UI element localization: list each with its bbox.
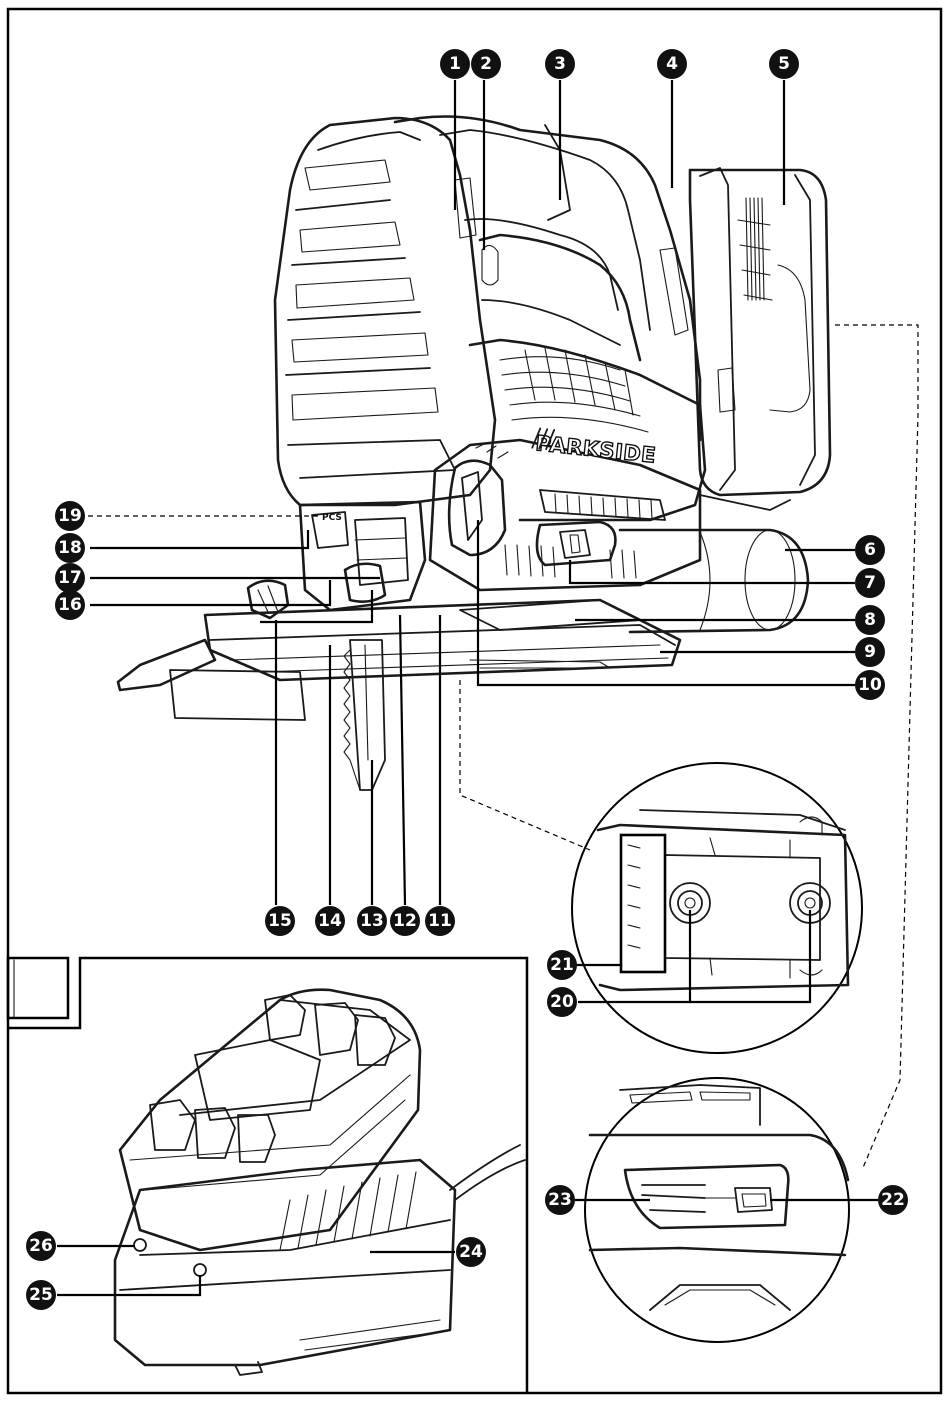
callout-label-8: 8: [864, 610, 876, 630]
callout-2: 2: [471, 49, 501, 79]
callout-15: 15: [265, 906, 295, 936]
callout-label-3: 3: [554, 54, 566, 74]
callout-label-18: 18: [58, 538, 82, 558]
callout-18: 18: [55, 533, 85, 563]
callout-label-23: 23: [548, 1190, 572, 1210]
callout-label-15: 15: [268, 911, 292, 931]
callout-13: 13: [357, 906, 387, 936]
callout-8: 8: [855, 605, 885, 635]
callout-label-5: 5: [778, 54, 790, 74]
callout-19: 19: [55, 501, 85, 531]
callout-21: 21: [547, 950, 577, 980]
callout-6: 6: [855, 535, 885, 565]
callout-label-10: 10: [858, 675, 882, 695]
callout-10: 10: [855, 670, 885, 700]
callout-4: 4: [657, 49, 687, 79]
callout-label-14: 14: [318, 911, 342, 931]
callout-17: 17: [55, 563, 85, 593]
jigsaw-housing: PARKSIDE: [275, 117, 735, 591]
callout-label-26: 26: [29, 1236, 53, 1256]
callout-label-7: 7: [864, 573, 876, 593]
callout-label-20: 20: [550, 992, 574, 1012]
callout-label-9: 9: [864, 642, 876, 662]
callout-23: 23: [545, 1185, 575, 1215]
callout-22: 22: [878, 1185, 908, 1215]
callout-3: 3: [545, 49, 575, 79]
brand-logo: PARKSIDE: [534, 431, 657, 468]
callout-9: 9: [855, 637, 885, 667]
callout-20: 20: [547, 987, 577, 1017]
charger-panel: [8, 958, 527, 1393]
callout-label-16: 16: [58, 595, 82, 615]
callout-label-2: 2: [480, 54, 492, 74]
callout-label-11: 11: [428, 911, 452, 931]
callout-11: 11: [425, 906, 455, 936]
pcs-label: PCS: [322, 513, 342, 523]
battery-pack: [690, 168, 830, 510]
callout-5: 5: [769, 49, 799, 79]
callout-label-19: 19: [58, 506, 82, 526]
callout-label-17: 17: [58, 568, 82, 588]
callout-7: 7: [855, 568, 885, 598]
callout-label-1: 1: [449, 54, 461, 74]
callout-label-21: 21: [550, 955, 574, 975]
callout-25: 25: [26, 1280, 56, 1310]
callout-16: 16: [55, 590, 85, 620]
callout-14: 14: [315, 906, 345, 936]
callout-label-24: 24: [459, 1242, 483, 1262]
callout-label-12: 12: [393, 911, 417, 931]
jigsaw-drawing: PARKSIDE PCS: [118, 117, 830, 791]
callout-26: 26: [26, 1231, 56, 1261]
callout-label-6: 6: [864, 540, 876, 560]
callout-label-22: 22: [881, 1190, 905, 1210]
callout-12: 12: [390, 906, 420, 936]
callout-24: 24: [456, 1237, 486, 1267]
callout-label-25: 25: [29, 1285, 53, 1305]
callout-label-4: 4: [666, 54, 678, 74]
callout-label-13: 13: [360, 911, 384, 931]
detail-circle-rails: [460, 680, 862, 1053]
blade-guard: PCS: [248, 502, 425, 618]
callout-1: 1: [440, 49, 470, 79]
saw-blade: [344, 640, 385, 790]
